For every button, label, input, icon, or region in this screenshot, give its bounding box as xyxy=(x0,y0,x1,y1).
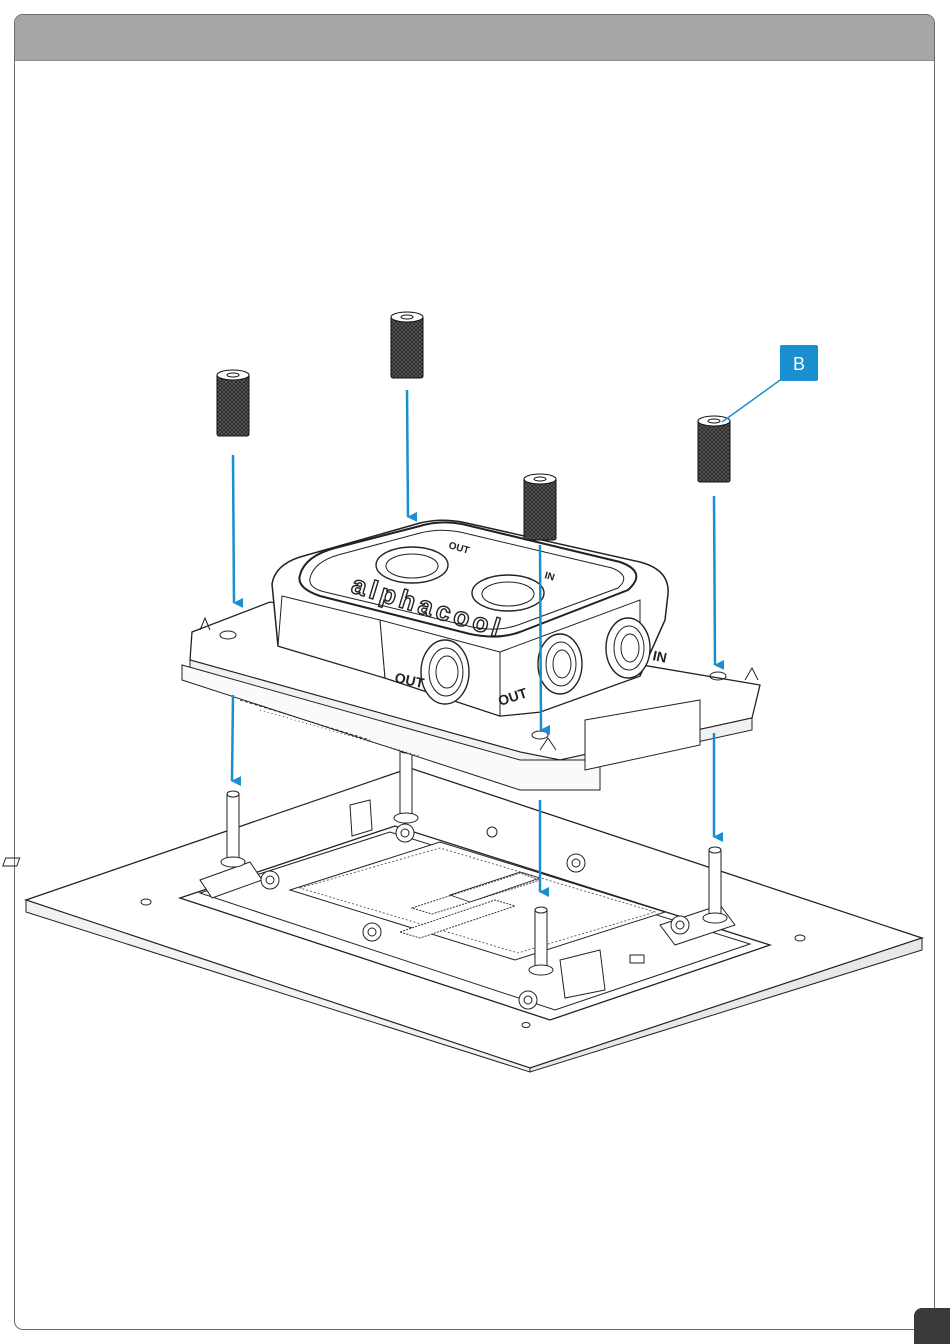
arrow-down-icon xyxy=(540,545,541,730)
side-port-out-left xyxy=(421,640,469,704)
callout-b: B xyxy=(722,345,818,422)
standoff-screw-icon xyxy=(217,370,249,436)
socket-screw xyxy=(396,824,414,842)
side-port-in-right xyxy=(606,618,650,678)
arrow-down-icon xyxy=(232,695,233,781)
socket-screw xyxy=(567,854,585,872)
standoff-screw-icon xyxy=(391,312,423,378)
arrow-down-icon xyxy=(233,455,234,603)
socket-screw xyxy=(671,916,689,934)
socket-screw xyxy=(261,871,279,889)
standoff-screw-icon xyxy=(524,474,556,540)
top-port-in xyxy=(472,575,544,611)
side-port-out-mid xyxy=(538,634,582,694)
arrow-down-icon xyxy=(407,390,408,517)
standoff-screw-icon xyxy=(698,416,730,482)
callout-label: B xyxy=(793,354,805,374)
socket-screw xyxy=(363,923,381,941)
port-label-side-in-right: IN xyxy=(651,647,668,666)
arrow-down-icon xyxy=(714,496,715,665)
socket-screw xyxy=(519,991,537,1009)
callout-leader-line xyxy=(722,378,783,422)
